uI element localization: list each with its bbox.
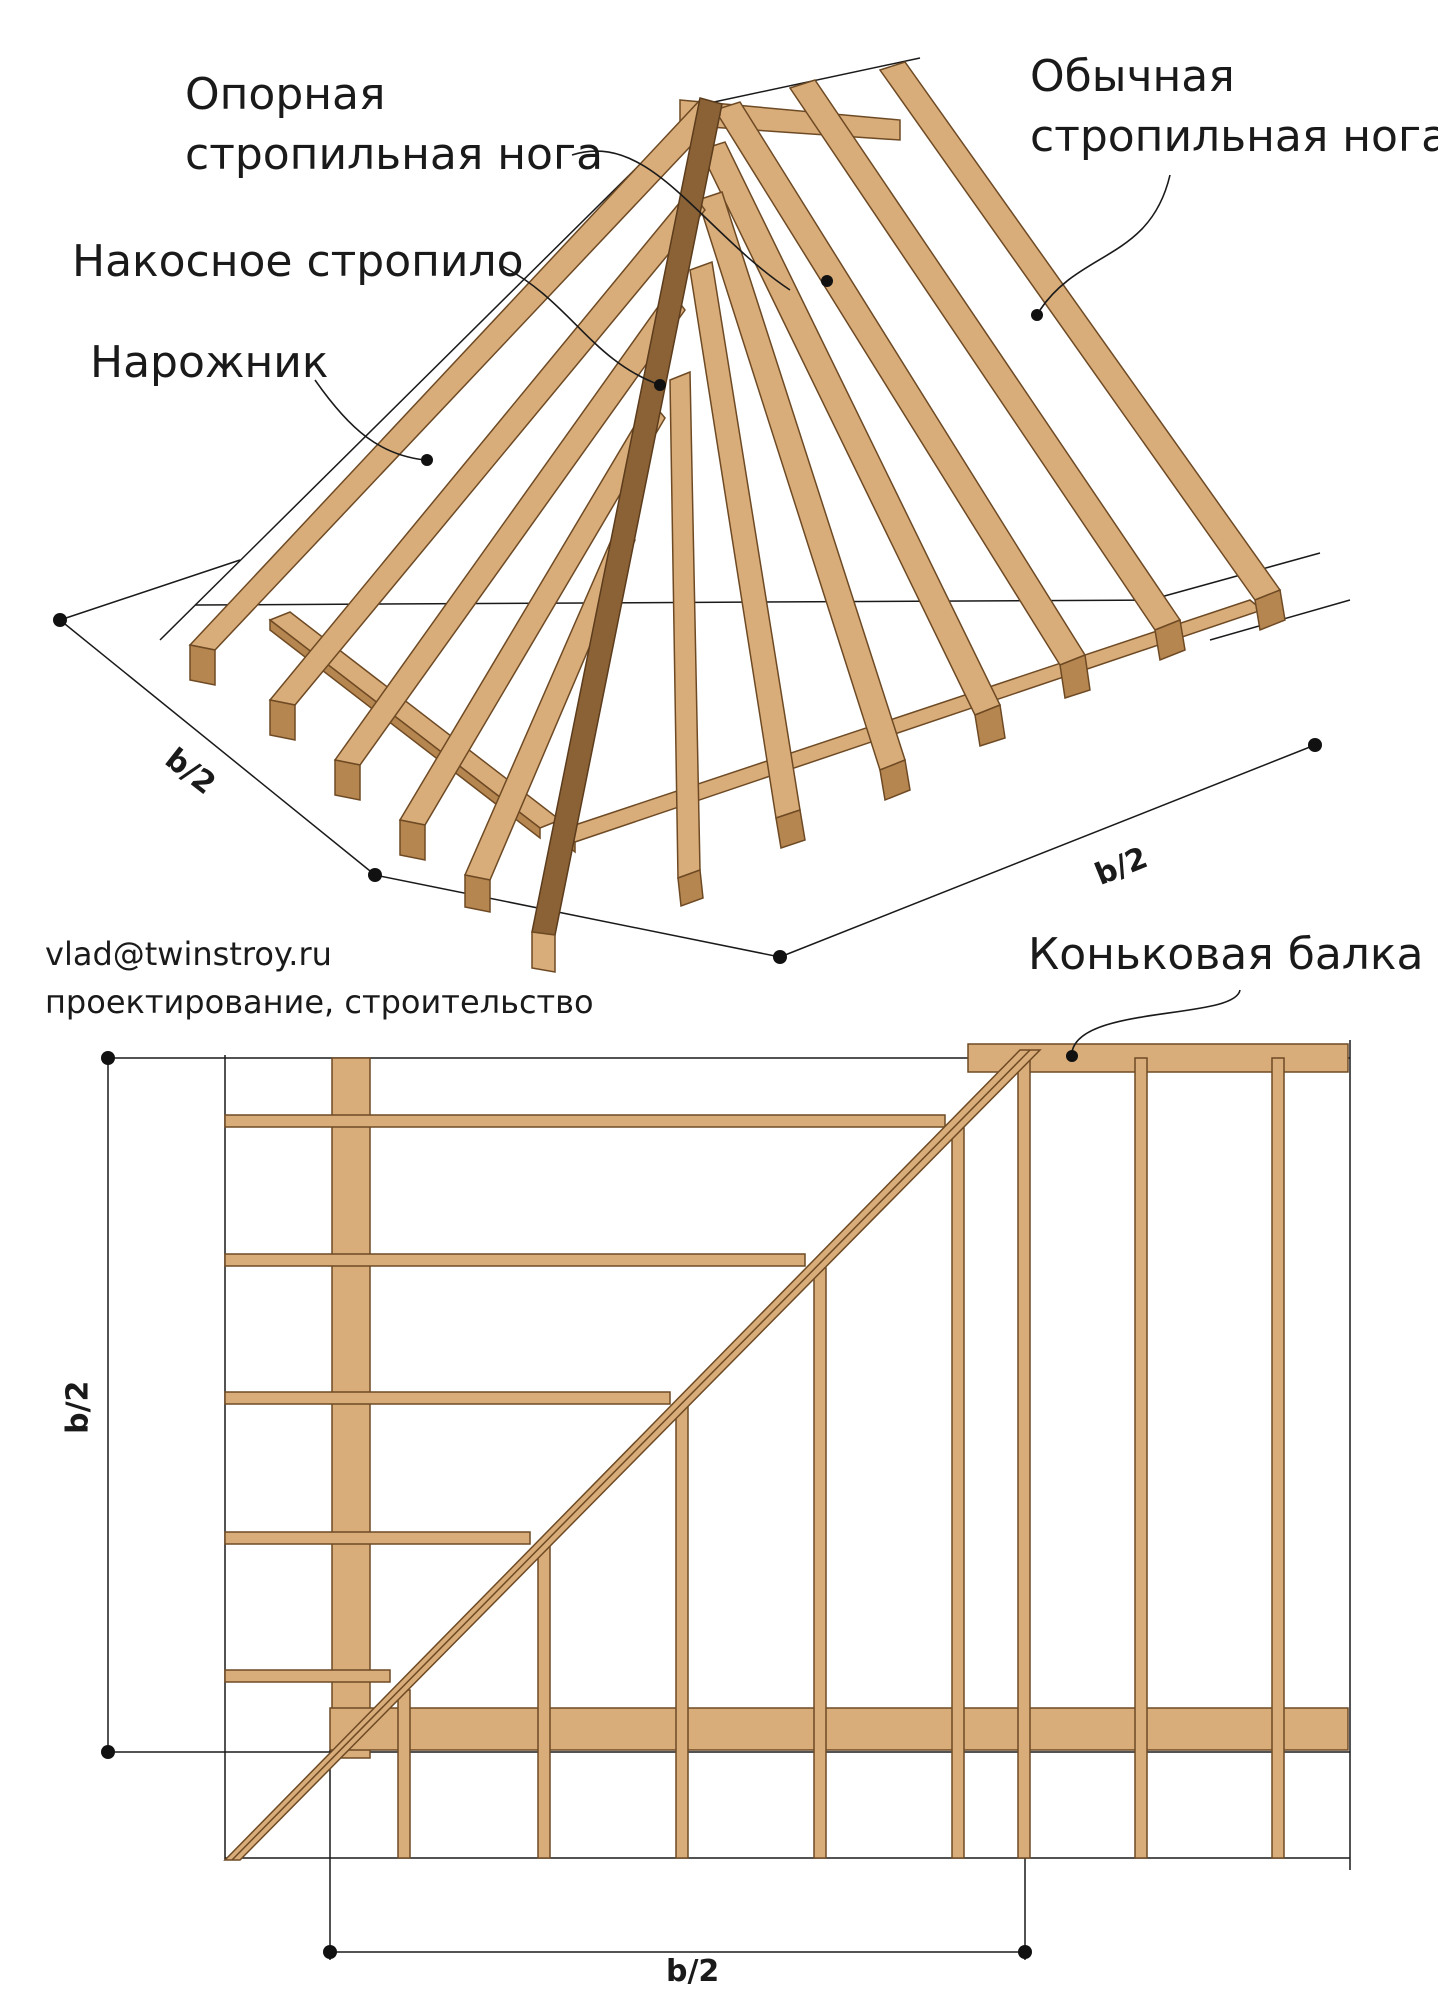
jack-rafters: [188, 98, 722, 913]
dim-point: [773, 950, 787, 964]
plan-jack-rafters-vertical: [397, 1057, 1285, 1859]
dim-label-plan-horizontal: b/2: [666, 1954, 720, 1989]
plan-jack-rafters-horizontal: [224, 1114, 946, 1683]
dim-point: [323, 1945, 337, 1959]
label-support-rafter-line2: стропильная нога: [185, 129, 604, 180]
leader-lines: [314, 150, 1241, 1062]
label-common-rafter-line2: стропильная нога: [1030, 111, 1438, 162]
plan-view: [101, 1040, 1351, 1960]
wall-plate-vertical: [331, 1057, 371, 1759]
dim-point: [53, 613, 67, 627]
dim-point: [1308, 738, 1322, 752]
dim-label-plan-vertical: b/2: [60, 1380, 96, 1434]
isometric-roof-view: [53, 57, 1351, 973]
contact-tagline: проектирование, строительство: [45, 983, 594, 1021]
label-jack-rafter: Нарожник: [90, 337, 329, 388]
dim-point: [368, 868, 382, 882]
dim-point: [1018, 1945, 1032, 1959]
hip-rafter-3d: [531, 97, 723, 973]
label-common-rafter-line1: Обычная: [1030, 51, 1235, 102]
label-hip-rafter: Накосное стропило: [72, 236, 524, 287]
label-support-rafter-line1: Опорная: [185, 69, 386, 120]
plan-hip-rafter: [223, 1049, 1042, 1861]
dim-point: [101, 1051, 115, 1065]
common-rafters: [669, 61, 1286, 908]
dim-point: [101, 1745, 115, 1759]
label-ridge-beam: Коньковая балка: [1028, 929, 1424, 980]
wall-plate-horizontal: [329, 1707, 1349, 1751]
contact-email: vlad@twinstroy.ru: [45, 935, 332, 973]
